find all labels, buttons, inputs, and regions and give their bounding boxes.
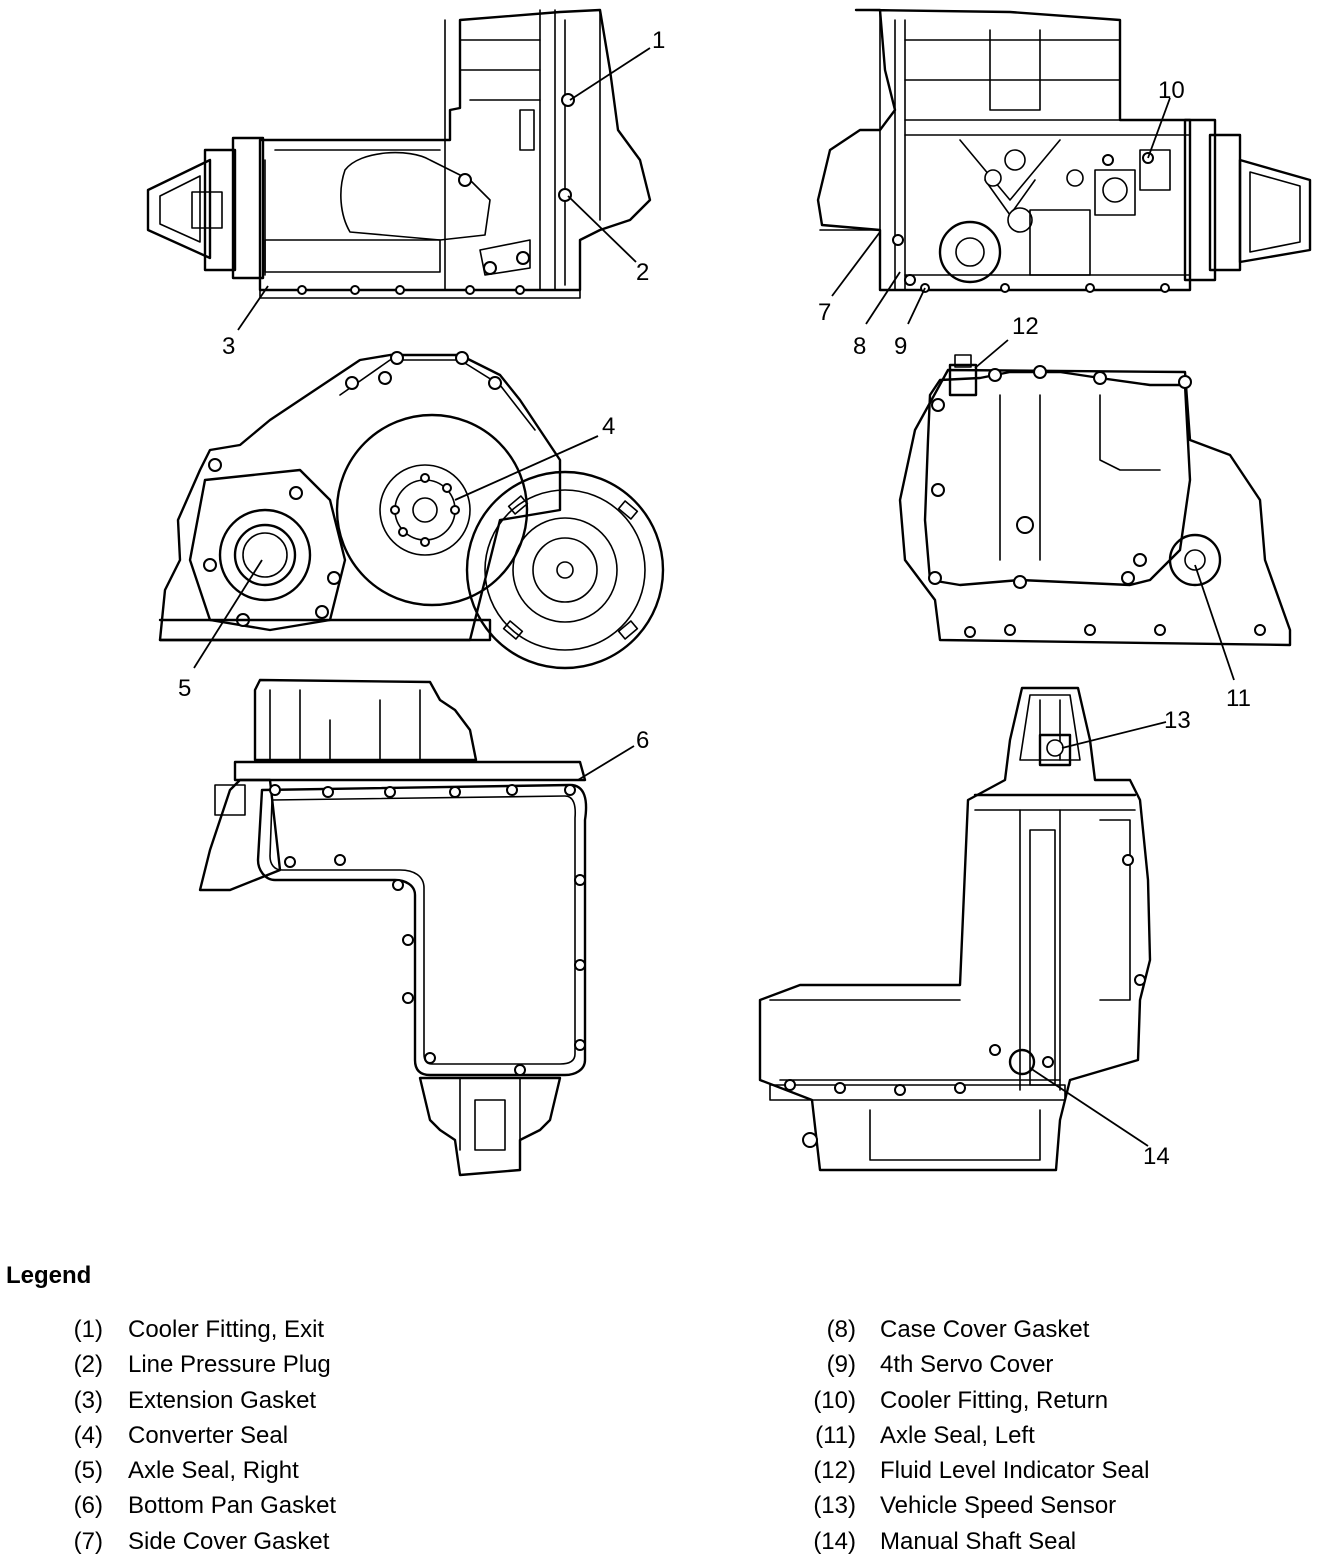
legend-item-label: Case Cover Gasket: [880, 1316, 1090, 1343]
legend-item-number: (14): [813, 1527, 856, 1555]
callout-5: 5: [178, 675, 191, 702]
callout-12: 12: [1012, 313, 1039, 340]
legend-item-number: (2): [73, 1351, 103, 1379]
legend-item-number: (6): [73, 1492, 103, 1520]
legend-item-label: Axle Seal, Right: [128, 1457, 299, 1485]
transmission-bottom-pan-view: 6: [198, 678, 649, 1177]
legend-item-number: (7): [73, 1527, 103, 1555]
legend-item-label: Converter Seal: [128, 1421, 289, 1449]
legend-item-label: Cooler Fitting, Return: [880, 1386, 1109, 1414]
legend-item-label: Extension Gasket: [128, 1386, 317, 1414]
transmission-right-side-view: 10 7 8 9: [816, 8, 1312, 360]
legend-item-number: (9): [826, 1351, 856, 1379]
callout-1: 1: [652, 27, 665, 54]
legend-item-number: (3): [73, 1386, 103, 1414]
callout-4: 4: [602, 413, 615, 440]
callout-13: 13: [1164, 707, 1191, 734]
legend-item-number: (11): [815, 1421, 856, 1449]
callout-2: 2: [636, 259, 649, 286]
transmission-end-view: 13 14: [758, 686, 1191, 1172]
callout-6: 6: [636, 727, 649, 754]
legend-item-label: Cooler Fitting, Exit: [128, 1316, 325, 1343]
legend-item-number: (8): [826, 1316, 856, 1343]
legend-title: Legend: [6, 1262, 92, 1289]
legend-item-label: Fluid Level Indicator Seal: [880, 1457, 1150, 1485]
callout-8: 8: [853, 333, 866, 360]
legend-item-label: Bottom Pan Gasket: [128, 1492, 337, 1520]
legend-item-number: (5): [73, 1457, 103, 1485]
legend-item-label: Axle Seal, Left: [880, 1421, 1035, 1449]
callout-10: 10: [1158, 77, 1185, 104]
legend-item-number: (12): [813, 1457, 856, 1485]
callout-11: 11: [1226, 685, 1251, 712]
transmission-case-cover-view: 12 11: [898, 313, 1292, 712]
legend-item-number: (10): [813, 1386, 856, 1414]
legend-item-label: Vehicle Speed Sensor: [880, 1492, 1117, 1520]
legend-item-number: (1): [73, 1316, 103, 1343]
legend-item-label: Side Cover Gasket: [128, 1527, 330, 1555]
transmission-seal-location-diagram: 1 2 3: [146, 8, 1312, 1177]
callout-7: 7: [818, 299, 831, 326]
callout-9: 9: [894, 333, 907, 360]
legend-item-label: Line Pressure Plug: [128, 1351, 331, 1379]
legend-item-label: Manual Shaft Seal: [880, 1527, 1077, 1555]
callout-14: 14: [1143, 1143, 1170, 1170]
legend-item-label: 4th Servo Cover: [880, 1351, 1054, 1379]
legend-item-number: (13): [813, 1492, 856, 1520]
transmission-converter-end-view: 4 5: [158, 351, 665, 702]
legend-item-number: (4): [73, 1421, 103, 1449]
transmission-left-side-view: 1 2 3: [146, 8, 665, 360]
callout-3: 3: [222, 333, 235, 360]
